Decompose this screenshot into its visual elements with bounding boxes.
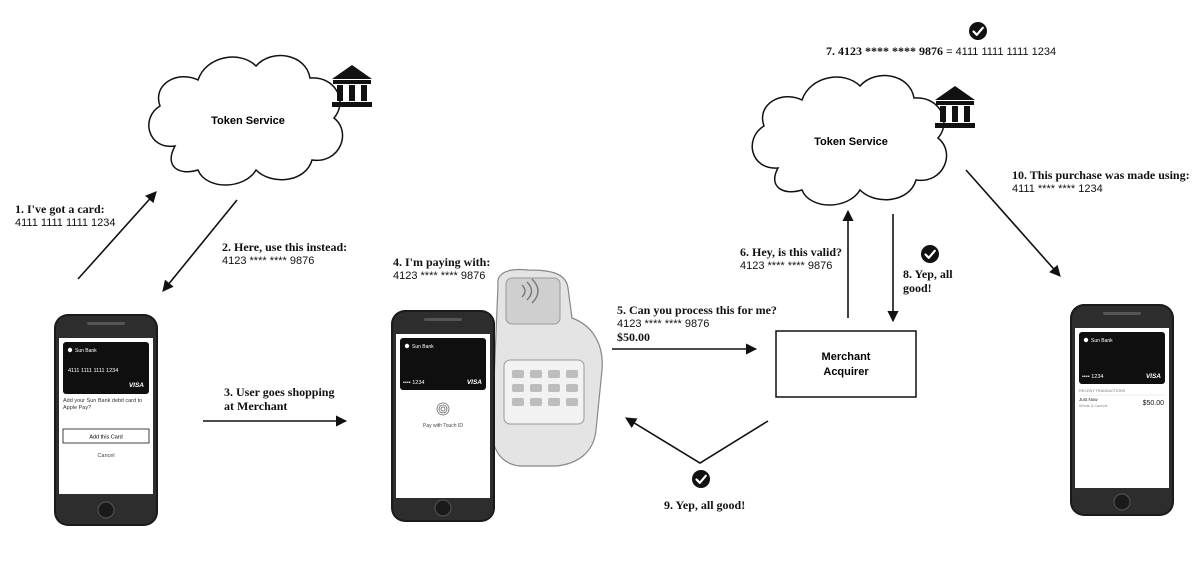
step2-token: 4123 **** **** 9876 — [222, 255, 315, 267]
phone1-visa-logo: VISA — [129, 382, 144, 389]
step5-title: 5. Can you process this for me? — [617, 303, 777, 317]
step10-card: 4111 **** **** 1234 — [1012, 183, 1103, 195]
phone-add-card: Sun Bank 4111 1111 1111 1234 VISA Add yo… — [54, 314, 158, 526]
step5-token: 4123 **** **** 9876 — [617, 318, 710, 330]
step7-value: 4111 1111 1111 1234 — [955, 46, 1057, 58]
card-terminal — [491, 268, 603, 467]
step10-title: 10. This purchase was made using: — [1012, 168, 1190, 182]
step8-line2: good! — [903, 281, 932, 295]
step3-label: 3. User goes shopping at Merchant — [224, 386, 334, 414]
merchant-acquirer-line2: Acquirer — [823, 366, 869, 378]
step1-title: 1. I've got a card: — [15, 202, 105, 216]
phone2-bank-name: Sun Bank — [412, 344, 434, 350]
phone2-touch-id-label: Pay with Touch ID — [423, 423, 463, 429]
token-service-label-left: Token Service — [211, 115, 285, 127]
step7-title: 7. 4123 **** **** 9876 — [826, 44, 943, 58]
merchant-acquirer-box: Merchant Acquirer — [775, 330, 917, 398]
step2-label: 2. Here, use this instead: 4123 **** ***… — [222, 241, 347, 268]
phone-transactions: Sun Bank •••• 1234 VISA RECENT TRANSACTI… — [1070, 304, 1174, 516]
fingerprint-icon[interactable] — [436, 402, 450, 416]
step5-label: 5. Can you process this for me? 4123 ***… — [617, 304, 777, 345]
arrow-step9 — [625, 417, 769, 464]
step10-label: 10. This purchase was made using: 4111 *… — [1012, 169, 1190, 196]
phone3-tx-merchant: Whole & Cannoli — [1079, 404, 1107, 408]
arrow-step2 — [162, 199, 238, 292]
step4-token: 4123 **** **** 9876 — [393, 270, 486, 282]
phone3-home-button[interactable] — [1113, 493, 1131, 511]
phone2-visa-logo: VISA — [467, 379, 482, 386]
phone2-home-button[interactable] — [434, 499, 452, 517]
phone3-section-title: RECENT TRANSACTIONS — [1079, 389, 1126, 393]
step3-line1: 3. User goes shopping — [224, 385, 335, 399]
phone1-home-button[interactable] — [97, 501, 115, 519]
step7-label: 7. 4123 **** **** 9876 = 4111 1111 1111 … — [826, 45, 1056, 59]
check-icon-step8 — [919, 243, 941, 265]
phone1-add-card-label: Add this Card — [89, 435, 122, 441]
token-service-cloud-left: Token Service — [148, 54, 344, 186]
step7-equals: = — [946, 46, 953, 58]
phone1-card-number: 4111 1111 1111 1234 — [68, 368, 118, 374]
token-service-label-right: Token Service — [814, 136, 888, 148]
phone2-card-last4: •••• 1234 — [403, 380, 424, 386]
arrow-step10 — [965, 169, 1061, 277]
step4-label: 4. I'm paying with: 4123 **** **** 9876 — [393, 256, 490, 283]
phone1-bank-name: Sun Bank — [75, 348, 97, 354]
bank-icon-right — [935, 86, 975, 128]
token-service-cloud-right: Token Service — [751, 74, 948, 206]
step6-label: 6. Hey, is this valid? 4123 **** **** 98… — [740, 246, 842, 273]
step4-title: 4. I'm paying with: — [393, 255, 491, 269]
phone3-tx-time: Just Now — [1079, 397, 1098, 402]
phone3-visa-logo: VISA — [1146, 373, 1161, 380]
step2-title: 2. Here, use this instead: — [222, 240, 348, 254]
phone3-bank-name: Sun Bank — [1091, 338, 1113, 344]
arrow-step1 — [77, 191, 157, 280]
step8-label: 8. Yep, all good! — [903, 268, 953, 296]
step8-line1: 8. Yep, all — [903, 267, 953, 281]
phone1-cancel-link[interactable]: Cancel — [97, 453, 114, 459]
step6-title: 6. Hey, is this valid? — [740, 245, 843, 259]
step6-token: 4123 **** **** 9876 — [740, 260, 833, 272]
step9-title: 9. Yep, all good! — [664, 498, 746, 512]
step9-label: 9. Yep, all good! — [664, 499, 745, 513]
step1-card: 4111 1111 1111 1234 — [15, 217, 116, 229]
phone3-tx-amount: $50.00 — [1143, 400, 1165, 407]
check-icon-step9 — [690, 468, 712, 490]
phone3-card-last4: •••• 1234 — [1082, 374, 1103, 380]
step3-line2: at Merchant — [224, 399, 288, 413]
phone-pay: Sun Bank •••• 1234 VISA Pay with Touch I… — [391, 310, 495, 522]
step1-label: 1. I've got a card: 4111 1111 1111 1234 — [15, 203, 116, 230]
check-icon-step7 — [967, 20, 989, 42]
phone1-add-card-button[interactable] — [62, 428, 150, 444]
phone1-prompt: Add your Sun Bank debit card to Apple Pa… — [63, 398, 143, 411]
step5-amount: $50.00 — [617, 330, 650, 344]
merchant-acquirer-line1: Merchant — [822, 351, 871, 363]
bank-icon-left — [332, 65, 372, 107]
